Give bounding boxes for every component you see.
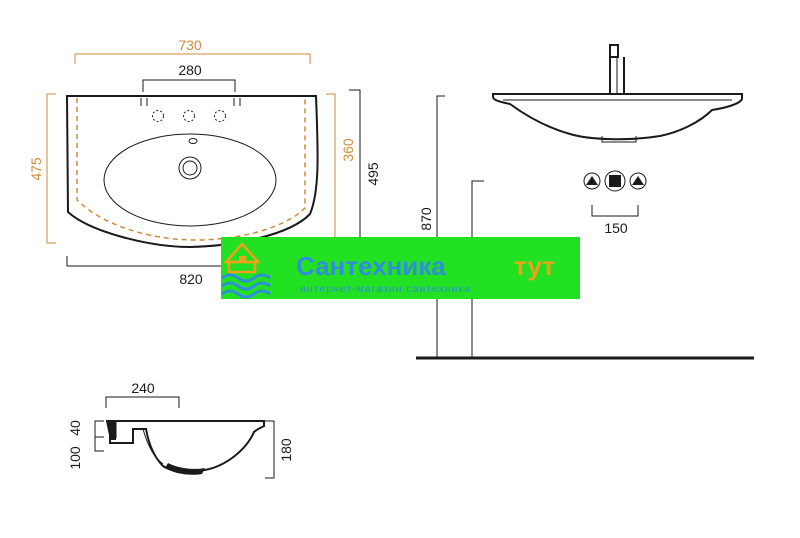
- tap-hole-center: [183, 110, 195, 122]
- tap-symbol-left-triangle: [586, 176, 598, 185]
- watermark: Сантехника тут интернет-магазин сантехни…: [221, 237, 580, 299]
- tap-symbol-left: [583, 172, 601, 190]
- dim-240-label: 240: [131, 380, 155, 396]
- drain-outer: [178, 156, 202, 180]
- dim-870-label: 870: [418, 207, 434, 231]
- section-view: 240 100 40 180: [67, 380, 294, 479]
- tap-symbol-right: [629, 172, 647, 190]
- side-view: 870 570 150: [416, 44, 754, 360]
- watermark-background: [221, 237, 580, 299]
- tap-hole-left: [152, 110, 164, 122]
- dim-730-label: 730: [178, 37, 202, 53]
- overflow-hole: [188, 138, 198, 144]
- dim-820-label: 820: [179, 271, 203, 287]
- dim-40-label: 40: [67, 420, 83, 436]
- dim-495-line: [349, 89, 361, 251]
- watermark-brand-word-2: тут: [514, 251, 555, 281]
- basin-side-profile: [492, 93, 743, 141]
- dim-180-line: [265, 420, 275, 479]
- dim-280-line: [142, 79, 236, 92]
- bowl-outline: [103, 133, 277, 227]
- dim-360-line: [326, 93, 336, 244]
- dim-left-section-line: [94, 420, 104, 452]
- house-waves-icon: [221, 242, 271, 299]
- tap-markers: [140, 98, 241, 106]
- tap-symbol-right-triangle: [632, 176, 644, 185]
- dim-730-line: [74, 53, 311, 64]
- dim-180-label: 180: [278, 438, 294, 462]
- watermark-tagline: интернет-магазин сантехники: [300, 283, 471, 295]
- tap-symbol-center: [604, 170, 626, 192]
- tap-hole-right: [214, 110, 226, 122]
- dim-870-line: [436, 95, 445, 358]
- section-drain-fill: [165, 463, 205, 475]
- dim-150-line: [591, 205, 639, 217]
- tap-symbol-center-square: [609, 175, 621, 187]
- dim-240-line: [105, 396, 180, 408]
- drain-inner: [182, 160, 198, 176]
- dim-360-label: 360: [340, 138, 356, 162]
- faucet-handle: [609, 44, 619, 58]
- dim-475-line: [46, 93, 56, 244]
- dim-280-label: 280: [178, 62, 202, 78]
- top-view: 730 280 475 360 495 820: [28, 37, 381, 287]
- drain-bottom: [601, 136, 637, 143]
- watermark-brand-word-1: Сантехника: [296, 251, 446, 281]
- basin-inner-dashed: [76, 98, 306, 241]
- dim-100-label: 100: [67, 446, 83, 470]
- dim-150-label: 150: [604, 220, 628, 236]
- section-profile: [106, 420, 265, 473]
- dim-495-label: 495: [365, 162, 381, 186]
- dim-475-label: 475: [28, 157, 44, 181]
- section-wall-fill: [106, 421, 116, 440]
